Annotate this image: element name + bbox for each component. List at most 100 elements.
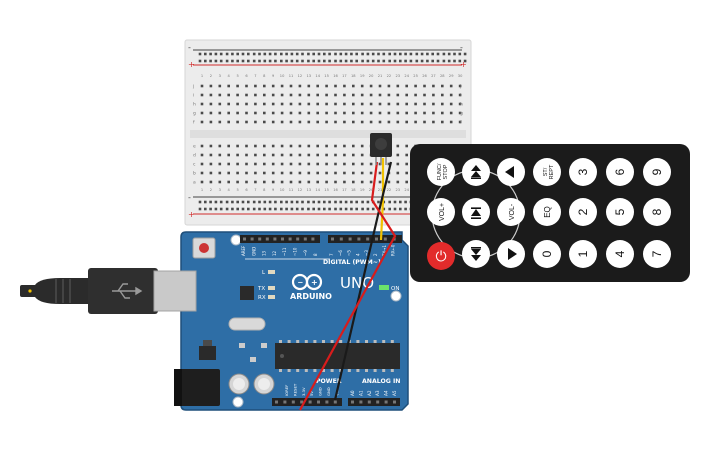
- rail-hole[interactable]: [317, 52, 321, 56]
- terminal-hole[interactable]: [280, 93, 284, 97]
- terminal-hole[interactable]: [360, 120, 364, 124]
- rail-hole[interactable]: [409, 52, 413, 56]
- rail-hole[interactable]: [415, 52, 419, 56]
- terminal-hole[interactable]: [387, 93, 391, 97]
- terminal-hole[interactable]: [280, 162, 284, 166]
- header-pin[interactable]: [275, 400, 278, 404]
- rail-hole[interactable]: [307, 52, 310, 56]
- terminal-hole[interactable]: [325, 120, 328, 124]
- rail-hole[interactable]: [442, 59, 446, 63]
- rail-hole[interactable]: [355, 52, 358, 56]
- rail-hole[interactable]: [295, 52, 299, 56]
- terminal-hole[interactable]: [298, 153, 302, 157]
- terminal-hole[interactable]: [209, 153, 213, 157]
- rail-hole[interactable]: [334, 207, 337, 211]
- terminal-hole[interactable]: [458, 111, 462, 115]
- terminal-hole[interactable]: [441, 84, 444, 88]
- terminal-hole[interactable]: [307, 102, 311, 106]
- terminal-hole[interactable]: [396, 84, 400, 88]
- rail-hole[interactable]: [236, 207, 239, 211]
- rail-hole[interactable]: [236, 59, 239, 63]
- rail-hole[interactable]: [339, 200, 343, 204]
- rail-hole[interactable]: [355, 59, 358, 63]
- rail-hole[interactable]: [236, 200, 239, 204]
- rail-hole[interactable]: [268, 207, 272, 211]
- terminal-hole[interactable]: [360, 162, 364, 166]
- terminal-hole[interactable]: [280, 120, 284, 124]
- terminal-hole[interactable]: [307, 162, 311, 166]
- terminal-hole[interactable]: [369, 84, 373, 88]
- terminal-hole[interactable]: [298, 171, 302, 175]
- terminal-hole[interactable]: [343, 162, 346, 166]
- terminal-hole[interactable]: [227, 171, 230, 175]
- rail-hole[interactable]: [317, 59, 321, 63]
- terminal-hole[interactable]: [387, 84, 391, 88]
- rail-hole[interactable]: [420, 59, 424, 63]
- rail-hole[interactable]: [323, 207, 326, 211]
- terminal-hole[interactable]: [298, 102, 302, 106]
- analog-header[interactable]: [348, 398, 400, 406]
- header-pin[interactable]: [291, 400, 295, 404]
- key-5[interactable]: 5: [606, 198, 634, 226]
- rail-hole[interactable]: [377, 200, 380, 204]
- rail-hole[interactable]: [361, 207, 364, 211]
- terminal-hole[interactable]: [227, 144, 230, 148]
- terminal-hole[interactable]: [218, 111, 222, 115]
- func-stop-button[interactable]: FUNC/STOP: [427, 158, 455, 186]
- rail-hole[interactable]: [393, 52, 397, 56]
- terminal-hole[interactable]: [360, 93, 364, 97]
- terminal-hole[interactable]: [378, 120, 382, 124]
- rail-hole[interactable]: [225, 200, 229, 204]
- rail-hole[interactable]: [436, 59, 440, 63]
- rail-hole[interactable]: [295, 207, 299, 211]
- eq-button[interactable]: EQ: [533, 198, 561, 226]
- key-0[interactable]: 0: [533, 240, 561, 268]
- terminal-hole[interactable]: [441, 120, 444, 124]
- rail-hole[interactable]: [350, 207, 353, 211]
- rail-hole[interactable]: [219, 207, 223, 211]
- st-rept-button[interactable]: ST/REPT: [533, 158, 561, 186]
- terminal-hole[interactable]: [334, 180, 337, 184]
- terminal-hole[interactable]: [271, 111, 275, 115]
- terminal-hole[interactable]: [289, 111, 293, 115]
- terminal-hole[interactable]: [218, 120, 222, 124]
- terminal-hole[interactable]: [263, 120, 266, 124]
- terminal-hole[interactable]: [271, 144, 275, 148]
- header-pin[interactable]: [339, 237, 343, 241]
- rail-hole[interactable]: [280, 59, 283, 63]
- key-7[interactable]: 7: [643, 240, 671, 268]
- terminal-hole[interactable]: [254, 144, 257, 148]
- rail-hole[interactable]: [252, 52, 256, 56]
- rail-hole[interactable]: [344, 59, 348, 63]
- header-pin[interactable]: [325, 400, 329, 404]
- terminal-hole[interactable]: [218, 84, 222, 88]
- header-pin[interactable]: [333, 400, 337, 404]
- rail-hole[interactable]: [214, 207, 218, 211]
- terminal-hole[interactable]: [289, 93, 293, 97]
- terminal-hole[interactable]: [298, 162, 302, 166]
- terminal-hole[interactable]: [316, 153, 319, 157]
- rail-hole[interactable]: [317, 200, 321, 204]
- rail-hole[interactable]: [371, 52, 375, 56]
- rail-hole[interactable]: [371, 59, 375, 63]
- terminal-hole[interactable]: [307, 153, 311, 157]
- terminal-hole[interactable]: [316, 144, 319, 148]
- terminal-hole[interactable]: [458, 120, 462, 124]
- rail-hole[interactable]: [312, 59, 315, 63]
- terminal-hole[interactable]: [289, 162, 293, 166]
- rail-hole[interactable]: [399, 52, 402, 56]
- power-header[interactable]: [272, 398, 342, 406]
- terminal-hole[interactable]: [245, 102, 248, 106]
- terminal-hole[interactable]: [254, 180, 257, 184]
- terminal-hole[interactable]: [307, 84, 311, 88]
- rail-hole[interactable]: [231, 200, 234, 204]
- terminal-hole[interactable]: [227, 180, 230, 184]
- reset-button-cap[interactable]: [199, 243, 209, 253]
- terminal-hole[interactable]: [316, 111, 319, 115]
- rail-hole[interactable]: [247, 52, 250, 56]
- terminal-hole[interactable]: [405, 180, 408, 184]
- rail-hole[interactable]: [426, 59, 429, 63]
- rail-hole[interactable]: [225, 59, 229, 63]
- rail-hole[interactable]: [312, 200, 315, 204]
- header-pin[interactable]: [366, 237, 370, 241]
